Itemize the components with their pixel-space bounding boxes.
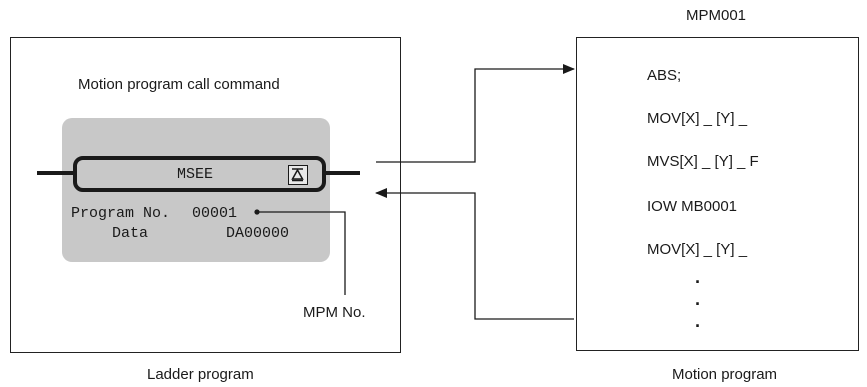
mpm-no-leader	[259, 211, 346, 295]
instruction-line: IOW MB0001	[647, 198, 738, 215]
instruction-line: ABS;	[647, 67, 682, 84]
ellipsis-dot: ·	[695, 316, 701, 336]
instruction-line: MVS[X] _ [Y] _ F	[647, 153, 759, 170]
mpm-no-label: MPM No.	[303, 304, 366, 321]
function-block: MSEE	[73, 156, 326, 192]
ladder-rail-left	[37, 171, 77, 175]
motion-caption: Motion program	[672, 366, 778, 383]
ladder-caption: Ladder program	[147, 366, 254, 383]
instruction-line: MOV[X] _ [Y] _	[647, 110, 748, 127]
ellipsis-dot: ·	[695, 294, 701, 314]
expand-icon[interactable]	[288, 165, 308, 185]
program-no-value: 00001	[192, 205, 238, 222]
function-name: MSEE	[177, 166, 214, 183]
data-value: DA00000	[226, 225, 290, 242]
ellipsis-dot: ·	[695, 272, 701, 292]
return-arrow	[375, 188, 574, 320]
program-no-label: Program No.	[71, 205, 171, 222]
ladder-title: Motion program call command	[78, 76, 280, 93]
call-arrow	[376, 64, 575, 163]
ladder-rail-right	[320, 171, 360, 175]
motion-title: MPM001	[686, 7, 747, 24]
motion-program-box: ABS; MOV[X] _ [Y] _ MVS[X] _ [Y] _ F IOW…	[576, 37, 859, 351]
program-no-dot	[254, 209, 260, 215]
instruction-line: MOV[X] _ [Y] _	[647, 241, 748, 258]
data-label: Data	[112, 225, 149, 242]
